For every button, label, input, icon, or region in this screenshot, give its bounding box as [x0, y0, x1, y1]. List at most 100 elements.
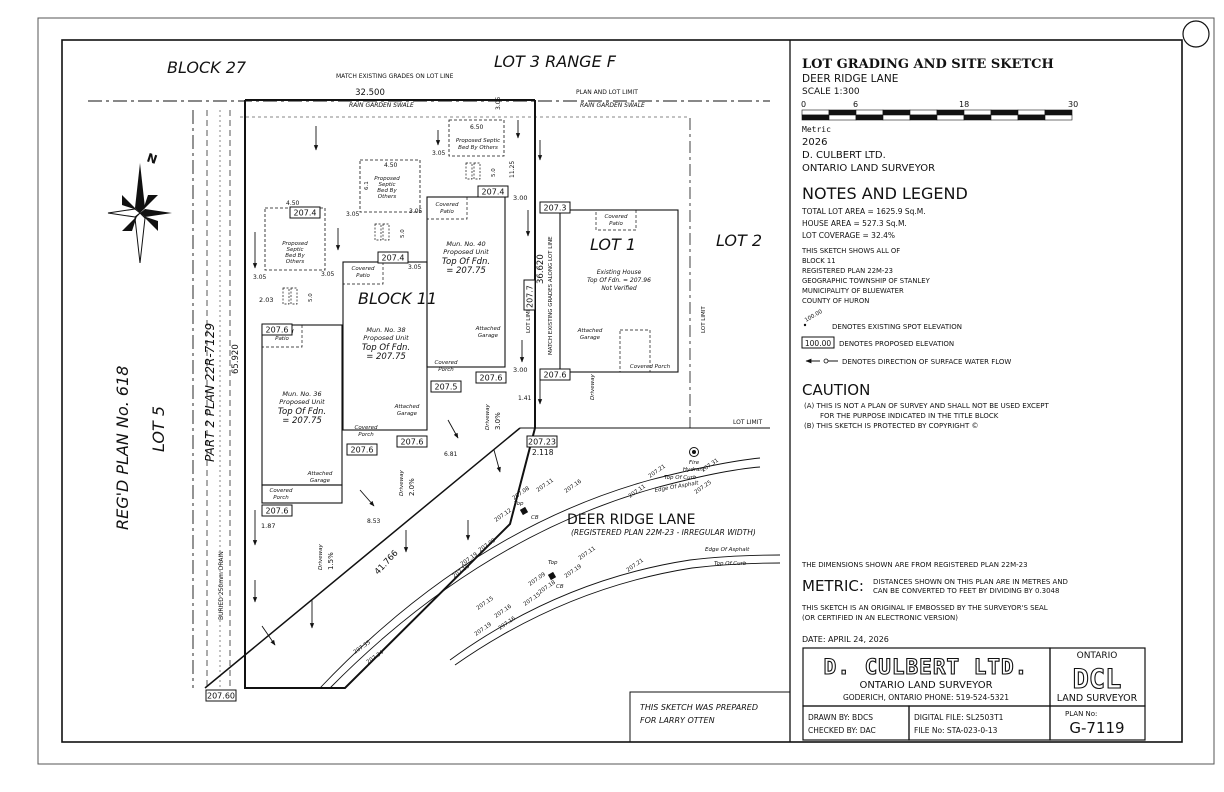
- proposed-elevation-box: 207.6: [261, 323, 293, 336]
- firm: D. CULBERT LTD.: [802, 150, 886, 161]
- unit38-porch2: Porch: [358, 432, 374, 438]
- proposed-elevation-value: 207.3: [544, 204, 567, 213]
- proposed-elevation-value: 207.6: [266, 507, 289, 516]
- dim-305f: 3.05: [408, 264, 422, 271]
- lot1-label: LOT 1: [590, 235, 636, 254]
- svg-text:Bed By: Bed By: [377, 188, 397, 194]
- svg-text:Bed By: Bed By: [285, 253, 305, 259]
- svg-text:THIS SKETCH SHOWS ALL OF: THIS SKETCH SHOWS ALL OF: [801, 247, 900, 255]
- lot1-patio-label: Covered: [605, 214, 628, 220]
- proposed-elevation-box: 207.6: [475, 371, 507, 384]
- proposed-elevation-value: 207.6: [544, 371, 567, 380]
- dim-1125: 11.25: [509, 161, 516, 178]
- unit38-patio-label: Covered: [352, 266, 375, 272]
- svg-text:Proposed Unit: Proposed Unit: [279, 398, 325, 406]
- deer-ridge-label: DEER RIDGE LANE: [567, 512, 695, 528]
- rain-garden-1: RAIN GARDEN SWALE: [349, 102, 414, 109]
- dim-50b: 5.0: [400, 229, 406, 238]
- proposed-elevation-value: 207.4: [382, 254, 405, 263]
- lot1-porch: [619, 329, 651, 373]
- septic3-labels: Proposed Septic Bed By Others: [456, 138, 500, 151]
- svg-text:Proposed Unit: Proposed Unit: [443, 248, 489, 256]
- slope-853: 8.53: [367, 518, 381, 525]
- plan-lot-limit: PLAN AND LOT LIMIT: [576, 89, 638, 96]
- plan-label: PLAN No:: [1065, 710, 1097, 718]
- part2-plan: PART 2 PLAN 22R-7129: [203, 323, 217, 462]
- svg-text:= 207.75: = 207.75: [282, 416, 322, 426]
- legend-box-sample: [801, 336, 835, 349]
- unit40-garage2: Garage: [478, 333, 499, 339]
- top-curb-2: Top Of Curb: [714, 561, 747, 567]
- spot-legend: DENOTES EXISTING SPOT ELEVATION: [832, 323, 962, 331]
- svg-text:(B) THIS SKETCH IS PROTECTED B: (B) THIS SKETCH IS PROTECTED BY COPYRIGH…: [804, 422, 978, 430]
- septic3-width: 6.50: [470, 124, 484, 131]
- scale-bar-segment: [801, 114, 830, 121]
- unit40-footprint: [426, 196, 506, 368]
- flow-legend: DENOTES DIRECTION OF SURFACE WATER FLOW: [842, 358, 1011, 366]
- dim-300b: 3.00: [513, 366, 527, 374]
- checked-by: CHECKED BY: DAC: [808, 726, 876, 735]
- dim-50a: 5.0: [308, 293, 314, 302]
- lot1-porch-label: Covered Porch: [630, 364, 671, 370]
- elevation-boxes: 207.4207.4207.4207.3207.7207.6207.6207.6…: [205, 185, 571, 702]
- unit36-garage-notch: [261, 484, 343, 504]
- proposed-elevation-box: 207.5: [430, 380, 462, 393]
- caution-heading: CAUTION: [802, 381, 870, 399]
- drive-slope-3: 3.0%: [494, 412, 502, 430]
- proposed-elevation-value: 207.7: [526, 285, 535, 308]
- svg-text:FOR THE PURPOSE INDICATED IN T: FOR THE PURPOSE INDICATED IN THE TITLE B…: [820, 412, 999, 420]
- spot-elevation: 207.34: [366, 649, 386, 665]
- prepared-for-box: [629, 691, 791, 743]
- svg-text:TOTAL LOT AREA = 1625.9 Sq.M.: TOTAL LOT AREA = 1625.9 Sq.M.: [801, 207, 926, 216]
- proposed-elevation-box: 207.4: [289, 206, 321, 219]
- driveway-3: Driveway: [485, 403, 491, 430]
- dim-305-top: 3.05: [495, 96, 502, 110]
- dim-50c: 5.0: [491, 168, 497, 177]
- svg-text:= 207.75: = 207.75: [446, 266, 486, 276]
- role: ONTARIO LAND SURVEYOR: [802, 163, 935, 174]
- scale-bar-segment: [828, 114, 857, 121]
- scale-bar-segment: [882, 109, 911, 116]
- proposed-elevation-box: 207.7: [523, 279, 536, 311]
- proposed-elevation-box: 207.4: [377, 251, 409, 264]
- svg-text:COUNTY OF HURON: COUNTY OF HURON: [802, 297, 869, 305]
- house-labels: Existing House Top Of Fdn. = 207.96 Not …: [587, 269, 651, 292]
- caution-lines: (A) THIS IS NOT A PLAN OF SURVEY AND SHA…: [804, 402, 1049, 430]
- flow-arrows: [252, 120, 543, 646]
- septic-bed-2: [359, 159, 421, 213]
- date: DATE: APRIL 24, 2026: [802, 635, 889, 644]
- proposed-elevation-value: 207.6: [351, 446, 374, 455]
- site-plan: BLOCK 27 LOT 3 RANGE F MATCH EXISTING GR…: [88, 52, 791, 743]
- metric-lines: DISTANCES SHOWN ON THIS PLAN ARE IN METR…: [873, 578, 1068, 595]
- svg-text:MUNICIPALITY OF BLUEWATER: MUNICIPALITY OF BLUEWATER: [802, 287, 904, 295]
- septic2-depth: 6.1: [364, 181, 370, 190]
- svg-text:Proposed: Proposed: [374, 176, 400, 182]
- svg-text:= 207.75: = 207.75: [366, 352, 406, 362]
- unit40-patio-label2: Patio: [440, 209, 454, 215]
- proposed-elevation-value: 207.6: [480, 374, 503, 383]
- spot-elevation: 207.16: [564, 478, 584, 494]
- area-lines: TOTAL LOT AREA = 1625.9 Sq.M. HOUSE AREA…: [801, 207, 926, 240]
- dim-36620: 36.620: [536, 254, 546, 284]
- scale-bar-segment: [1017, 109, 1046, 116]
- scale-bar-segment: [828, 109, 857, 116]
- svg-text:Mun. No. 38: Mun. No. 38: [366, 326, 405, 334]
- seal-land-surveyor: LAND SURVEYOR: [1057, 693, 1138, 704]
- buried-drain: BURIED 250mm DRAIN: [218, 551, 225, 620]
- dim-305b: 3.05: [321, 271, 335, 278]
- dim-65920: 65.920: [231, 344, 241, 374]
- tick-6: 6: [853, 100, 858, 109]
- lot1-garage2: Garage: [580, 335, 601, 341]
- cb1-top: Top: [514, 501, 524, 507]
- spot-elevation: 207.19: [474, 621, 494, 637]
- svg-text:Others: Others: [286, 259, 305, 265]
- unit40-porch: Covered: [435, 360, 458, 366]
- block11-label: BLOCK 11: [358, 289, 437, 308]
- spot-elevation: 207.15: [476, 595, 496, 611]
- spot-sample: 100.00: [804, 309, 824, 324]
- svg-text:Not Verified: Not Verified: [601, 285, 637, 292]
- svg-text:CAN BE CONVERTED TO FEET BY DI: CAN BE CONVERTED TO FEET BY DIVIDING BY …: [873, 587, 1059, 595]
- fire-hydrant-label: Fire: [689, 460, 700, 466]
- seal-dcl: DCL: [1073, 664, 1122, 695]
- unit38-patio: [342, 261, 384, 285]
